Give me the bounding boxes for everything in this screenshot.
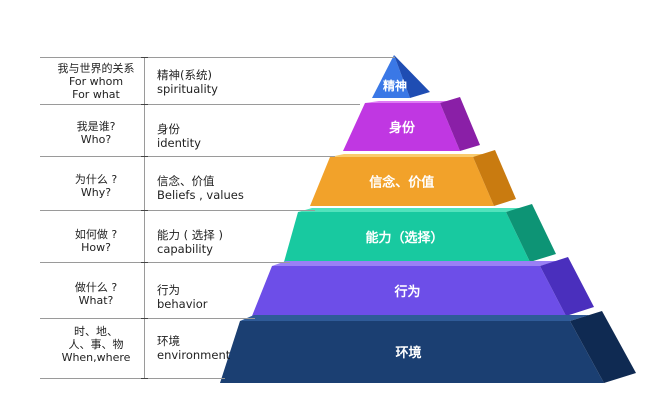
row-separator: [40, 210, 315, 211]
level-question: 我是谁?Who?: [40, 120, 152, 146]
tier-label: 行为: [393, 284, 420, 300]
divider-tick: [141, 262, 148, 263]
divider-tick: [141, 210, 148, 211]
divider-tick: [141, 156, 148, 157]
level-description: 精神(系统)spirituality: [157, 68, 287, 96]
divider-tick: [141, 57, 148, 58]
tier-front: [343, 103, 460, 151]
question-line: What?: [78, 294, 114, 307]
question-line: Who?: [80, 133, 112, 146]
question-line: 我与世界的关系: [57, 62, 135, 75]
tier-top: [298, 208, 522, 212]
tier-front: [310, 157, 494, 206]
question-line: For what: [72, 88, 120, 101]
question-line: 时、地、: [74, 325, 118, 338]
tier-top: [365, 101, 452, 103]
description-line: 身份: [157, 122, 180, 136]
description-line: environment: [157, 348, 231, 362]
description-line: 能力 ( 选择 ): [157, 228, 223, 242]
tier-side: [473, 150, 516, 206]
tier-front: [252, 266, 566, 316]
description-line: capability: [157, 242, 213, 256]
question-line: 为什么 ?: [74, 173, 118, 186]
level-question: 为什么 ?Why?: [40, 173, 152, 199]
row-separator: [40, 156, 335, 157]
tier-label: 精神: [383, 78, 407, 93]
divider-tick: [141, 104, 148, 105]
description-line: 信念、价值: [157, 174, 215, 188]
row-separator: [40, 104, 360, 105]
question-line: 如何做 ?: [74, 228, 118, 241]
tier-side: [394, 55, 430, 98]
divider-tick: [141, 378, 148, 379]
tier-top: [272, 261, 557, 266]
description-line: 行为: [157, 283, 180, 297]
description-line: behavior: [157, 297, 208, 311]
question-line: 我是谁?: [76, 120, 116, 133]
question-line: When,where: [61, 351, 131, 364]
row-separator: [40, 262, 290, 263]
description-line: 精神(系统): [157, 68, 212, 82]
description-line: identity: [157, 136, 201, 150]
tier-front: [284, 212, 530, 262]
tier-side: [440, 97, 480, 151]
tier-top: [330, 154, 487, 157]
description-line: Beliefs , values: [157, 188, 244, 202]
tier-side: [570, 311, 636, 383]
tier-front: [372, 55, 410, 98]
description-line: 环境: [157, 334, 180, 348]
question-line: Why?: [80, 186, 112, 199]
tier-side: [540, 257, 594, 316]
divider-tick: [141, 318, 148, 319]
tier-label: 能力（选择）: [365, 230, 443, 246]
question-line: For whom: [68, 75, 124, 88]
level-question: 如何做 ?How?: [40, 228, 152, 254]
tier-top: [240, 315, 590, 321]
question-line: How?: [81, 241, 111, 254]
column-divider: [144, 57, 145, 378]
tier-label: 身份: [389, 120, 416, 136]
level-description: 能力 ( 选择 )capability: [157, 228, 287, 256]
tier-front: [220, 321, 604, 383]
question-line: 人、事、物: [68, 338, 124, 351]
description-line: spirituality: [157, 82, 218, 96]
row-separator: [40, 57, 395, 58]
tier-label: 环境: [395, 345, 421, 361]
row-separator: [40, 378, 225, 379]
tier-side: [506, 204, 556, 262]
tier-label: 信念、价值: [369, 175, 434, 191]
question-line: 做什么 ?: [74, 281, 118, 294]
level-question: 做什么 ?What?: [40, 281, 152, 307]
